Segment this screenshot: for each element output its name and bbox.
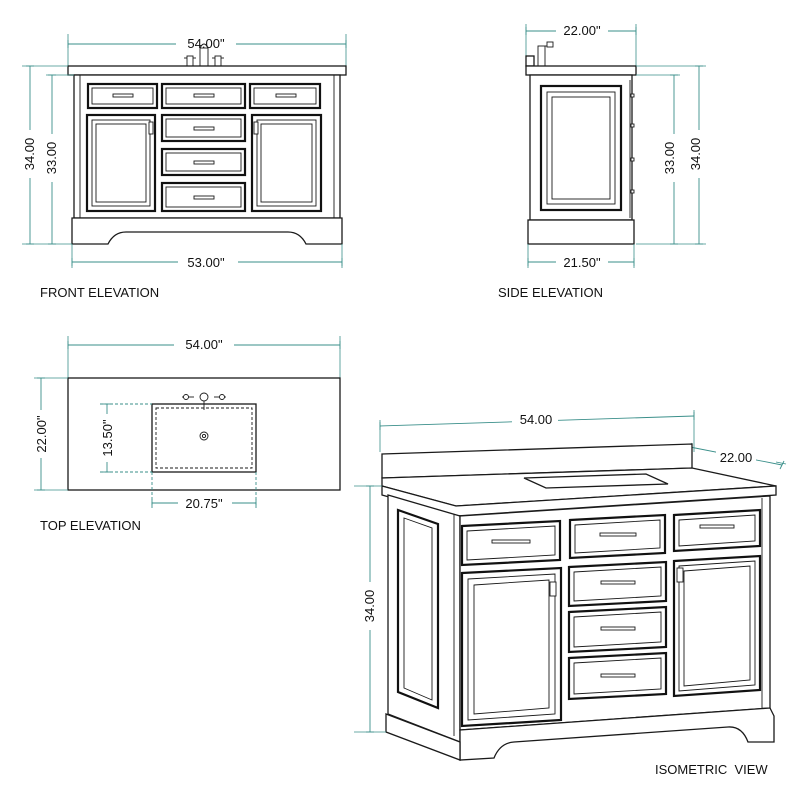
iso-left-door bbox=[460, 566, 563, 728]
side-faucet bbox=[537, 41, 554, 67]
iso-right-door bbox=[672, 554, 762, 698]
iso-height-dimension: 34.00 bbox=[354, 485, 386, 733]
iso-width-dimension: 54.00 bbox=[379, 410, 695, 452]
front-elevation: 54.00" bbox=[20, 34, 347, 300]
side-backsplash bbox=[525, 55, 535, 67]
front-width-base-label: 53.00" bbox=[187, 255, 225, 270]
side-depth-base-dimension: 21.50" bbox=[527, 244, 635, 271]
side-knob-profiles bbox=[630, 93, 635, 194]
side-depth-top-dimension: 22.00" bbox=[525, 22, 637, 66]
side-depth-top-label: 22.00" bbox=[563, 23, 601, 38]
front-total-height-label: 34.00 bbox=[22, 138, 37, 171]
front-elevation-title: FRONT ELEVATION bbox=[40, 285, 159, 300]
top-sink-drain bbox=[199, 431, 209, 441]
iso-plinth-front bbox=[459, 707, 775, 761]
side-height-dimensions: 33.00 34.00 bbox=[636, 65, 706, 245]
iso-depth-dimension: 22.00 bbox=[687, 442, 787, 470]
front-width-top-label: 54.00" bbox=[187, 36, 225, 51]
top-sink-depth-dimension: 13.50" bbox=[98, 403, 152, 473]
top-width-label: 54.00" bbox=[185, 337, 223, 352]
side-countertop bbox=[525, 65, 637, 76]
side-total-height-label: 34.00 bbox=[688, 138, 703, 171]
front-width-base-dimension: 53.00" bbox=[71, 244, 343, 271]
side-plinth bbox=[527, 219, 635, 245]
front-right-door bbox=[250, 113, 323, 213]
top-elevation-title: TOP ELEVATION bbox=[40, 518, 141, 533]
front-cabinet-height-label: 33.00 bbox=[44, 142, 59, 175]
side-depth-base-label: 21.50" bbox=[563, 255, 601, 270]
side-cabinet-height-label: 33.00 bbox=[662, 142, 677, 175]
top-sink-width-dimension: 20.75" bbox=[151, 472, 257, 512]
top-faucet bbox=[182, 392, 226, 410]
front-center-drawers bbox=[160, 113, 247, 213]
front-top-drawers bbox=[86, 82, 322, 110]
iso-plinth-side bbox=[385, 713, 461, 761]
top-depth-dimension: 22.00" bbox=[32, 377, 68, 491]
iso-width-label: 54.00 bbox=[520, 412, 553, 427]
front-height-dimensions: 34.00 33.00 bbox=[20, 65, 74, 245]
front-width-top-dimension: 54.00" bbox=[67, 34, 347, 72]
top-sink-depth-label: 13.50" bbox=[100, 419, 115, 457]
iso-height-label: 34.00 bbox=[362, 590, 377, 623]
iso-countertop-edge bbox=[381, 485, 777, 517]
front-left-door bbox=[85, 113, 157, 213]
iso-sink-opening bbox=[523, 473, 669, 489]
front-plinth bbox=[71, 217, 343, 245]
side-elevation: 22.00" bbox=[498, 22, 706, 300]
top-depth-label: 22.00" bbox=[34, 415, 49, 453]
top-elevation: 54.00" 22.00" bbox=[32, 336, 341, 533]
isometric-view: 54.00 22.00 bbox=[354, 410, 787, 777]
side-elevation-title: SIDE ELEVATION bbox=[498, 285, 603, 300]
side-panel-frame bbox=[539, 84, 623, 212]
iso-center-drawers bbox=[567, 560, 668, 701]
iso-top-drawers bbox=[460, 508, 762, 567]
top-sink-width-label: 20.75" bbox=[185, 496, 223, 511]
isometric-view-title: ISOMETRIC VIEW bbox=[655, 762, 768, 777]
front-countertop bbox=[67, 65, 347, 76]
top-width-dimension: 54.00" bbox=[67, 336, 341, 378]
iso-depth-label: 22.00 bbox=[720, 450, 753, 465]
